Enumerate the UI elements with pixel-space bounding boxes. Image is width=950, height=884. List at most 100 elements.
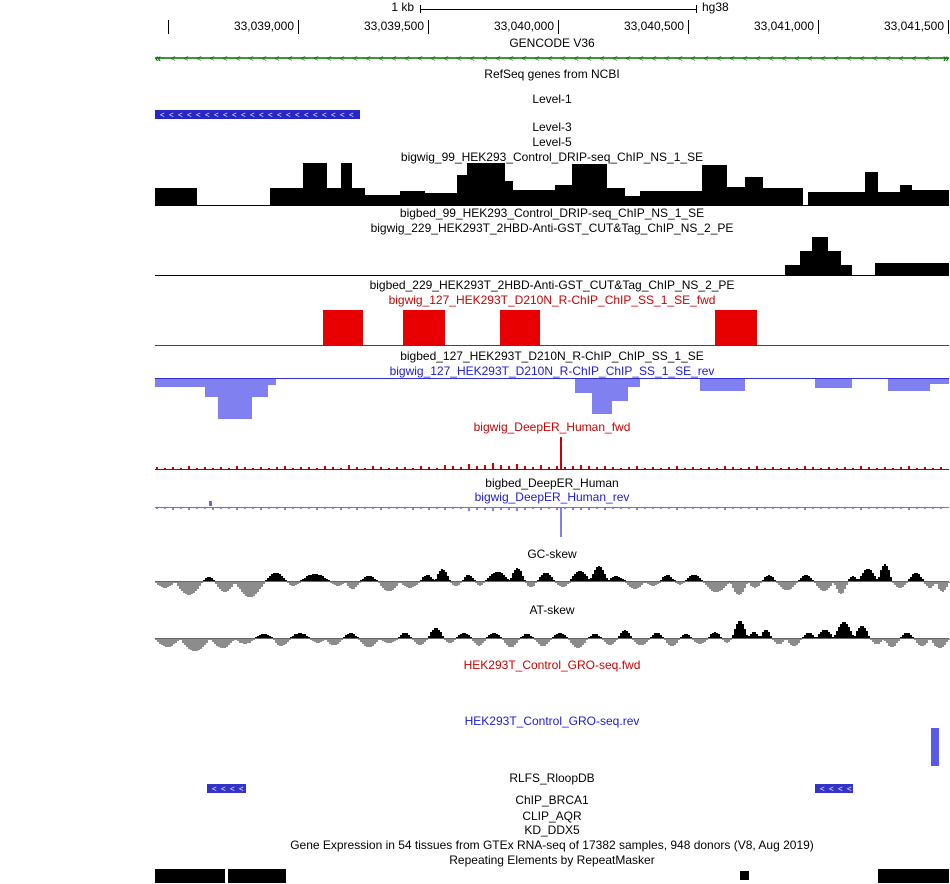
- track-label-refseq[interactable]: RefSeq genes from NCBI: [484, 67, 620, 81]
- track-graphic-rlfs[interactable]: <<<<<<<<: [207, 784, 853, 794]
- svg-text:<: <: [664, 54, 669, 64]
- track-graphic-gcskew[interactable]: [155, 564, 950, 597]
- track-label-clipaqr[interactable]: CLIP_AQR: [522, 809, 582, 823]
- track-graphic-repeat[interactable]: [155, 869, 949, 883]
- ruler-tick-label: 33,039,500: [363, 19, 424, 33]
- svg-text:<: <: [729, 54, 734, 64]
- track-label-bb99[interactable]: bigbed_99_HEK293_Control_DRIP-seq_ChIP_N…: [399, 206, 705, 220]
- svg-text:<: <: [781, 54, 786, 64]
- track-label-atskew[interactable]: AT-skew: [529, 603, 575, 617]
- svg-text:<: <: [586, 54, 591, 64]
- svg-text:<: <: [508, 54, 513, 64]
- svg-text:<: <: [829, 785, 834, 794]
- ruler-tick-label: 33,040,500: [623, 19, 684, 33]
- track-graphic-bw99[interactable]: [155, 163, 949, 206]
- svg-text:<: <: [847, 785, 852, 794]
- track-label-grorev[interactable]: HEK293T_Control_GRO-seq.rev: [464, 714, 640, 728]
- svg-text:<: <: [599, 54, 604, 64]
- track-label-level5[interactable]: Level-5: [532, 135, 572, 149]
- svg-text:<: <: [339, 54, 344, 64]
- svg-text:<: <: [807, 54, 812, 64]
- svg-text:<: <: [322, 111, 327, 120]
- svg-text:<: <: [430, 54, 435, 64]
- track-label-level3[interactable]: Level-3: [532, 120, 572, 134]
- svg-text:<: <: [469, 54, 474, 64]
- track-label-gtex[interactable]: Gene Expression in 54 tissues from GTEx …: [290, 838, 814, 852]
- track-label-repeat[interactable]: Repeating Elements by RepeatMasker: [449, 853, 655, 867]
- svg-text:<: <: [196, 111, 201, 120]
- svg-text:<: <: [169, 111, 174, 120]
- svg-text:<: <: [214, 111, 219, 120]
- svg-text:<: <: [241, 111, 246, 120]
- svg-text:<: <: [365, 54, 370, 64]
- svg-text:<: <: [196, 54, 201, 64]
- track-graphic-atskew[interactable]: [155, 621, 950, 651]
- ruler-tick-label: 33,040,000: [493, 19, 554, 33]
- svg-text:<: <: [482, 54, 487, 64]
- track-graphic-gencode[interactable]: <<<<<<<<<<<<<<<<<<<<<<<<<<<<<<<<<<<<<<<<…: [155, 53, 949, 65]
- track-label-bw127r[interactable]: bigwig_127_HEK293T_D210N_R-ChIP_ChIP_SS_…: [389, 364, 715, 378]
- svg-text:<: <: [223, 111, 228, 120]
- track-graphic-deeperf[interactable]: [155, 437, 949, 470]
- svg-text:<: <: [690, 54, 695, 64]
- assembly-label: hg38: [702, 0, 729, 14]
- track-graphic-grorev[interactable]: [931, 728, 939, 766]
- svg-text:<: <: [651, 54, 656, 64]
- svg-text:<: <: [911, 54, 916, 64]
- scale-bar: [420, 5, 697, 13]
- track-graphic-bw127f[interactable]: [155, 310, 949, 346]
- svg-text:<: <: [560, 54, 565, 64]
- svg-text:<: <: [820, 785, 825, 794]
- track-label-level1[interactable]: Level-1: [532, 92, 572, 106]
- svg-text:<: <: [259, 111, 264, 120]
- svg-text:<: <: [212, 785, 217, 794]
- track-label-deeperf[interactable]: bigwig_DeepER_Human_fwd: [473, 420, 631, 434]
- svg-text:<: <: [205, 111, 210, 120]
- scale-bar-label: 1 kb: [391, 0, 414, 14]
- track-label-bw229[interactable]: bigwig_229_HEK293T_2HBD-Anti-GST_CUT&Tag…: [370, 221, 734, 235]
- ruler-tick-label: 33,041,000: [753, 19, 814, 33]
- svg-text:<: <: [304, 111, 309, 120]
- track-graphic-level1[interactable]: <<<<<<<<<<<<<<<<<<<<<<: [155, 110, 360, 120]
- svg-text:<: <: [268, 111, 273, 120]
- track-graphic-bw127r[interactable]: [155, 378, 949, 420]
- track-label-grofwd[interactable]: HEK293T_Control_GRO-seq.fwd: [463, 658, 641, 672]
- track-label-gencode[interactable]: GENCODE V36: [509, 36, 595, 50]
- track-label-bw99[interactable]: bigwig_99_HEK293_Control_DRIP-seq_ChIP_N…: [400, 150, 704, 164]
- svg-text:<: <: [638, 54, 643, 64]
- track-label-rlfs[interactable]: RLFS_RloopDB: [509, 771, 595, 785]
- ruler-ticks[interactable]: [168, 20, 949, 34]
- track-label-bb127[interactable]: bigbed_127_HEK293T_D210N_R-ChIP_ChIP_SS_…: [400, 349, 704, 363]
- svg-text:<: <: [885, 54, 890, 64]
- svg-text:<: <: [187, 111, 192, 120]
- svg-text:<: <: [417, 54, 422, 64]
- svg-text:<: <: [183, 54, 188, 64]
- track-graphic-bw229[interactable]: [155, 237, 949, 276]
- svg-text:<: <: [326, 54, 331, 64]
- svg-text:<: <: [404, 54, 409, 64]
- ruler-tick-label: 33,041,500: [883, 19, 944, 33]
- svg-text:<: <: [443, 54, 448, 64]
- svg-text:<: <: [794, 54, 799, 64]
- track-label-deeperbed[interactable]: bigbed_DeepER_Human: [485, 476, 619, 490]
- track-label-kdddx5[interactable]: KD_DDX5: [524, 823, 580, 837]
- svg-text:<: <: [232, 111, 237, 120]
- svg-text:<: <: [456, 54, 461, 64]
- svg-text:<: <: [859, 54, 864, 64]
- svg-text:<: <: [277, 111, 282, 120]
- svg-text:<: <: [612, 54, 617, 64]
- svg-text:<: <: [534, 54, 539, 64]
- track-label-gcskew[interactable]: GC-skew: [527, 547, 577, 561]
- svg-text:<: <: [287, 54, 292, 64]
- svg-text:<: <: [230, 785, 235, 794]
- track-label-chipbrca1[interactable]: ChIP_BRCA1: [515, 793, 589, 807]
- track-graphic-deeperr[interactable]: [155, 501, 949, 537]
- ruler-tick-label: 33,039,000: [233, 19, 294, 33]
- track-label-bb229[interactable]: bigbed_229_HEK293T_2HBD-Anti-GST_CUT&Tag…: [369, 278, 735, 292]
- svg-text:<: <: [838, 785, 843, 794]
- svg-text:<: <: [833, 54, 838, 64]
- track-label-deeperr[interactable]: bigwig_DeepER_Human_rev: [474, 490, 630, 504]
- track-label-bw127f[interactable]: bigwig_127_HEK293T_D210N_R-ChIP_ChIP_SS_…: [388, 293, 716, 307]
- svg-text:<: <: [547, 54, 552, 64]
